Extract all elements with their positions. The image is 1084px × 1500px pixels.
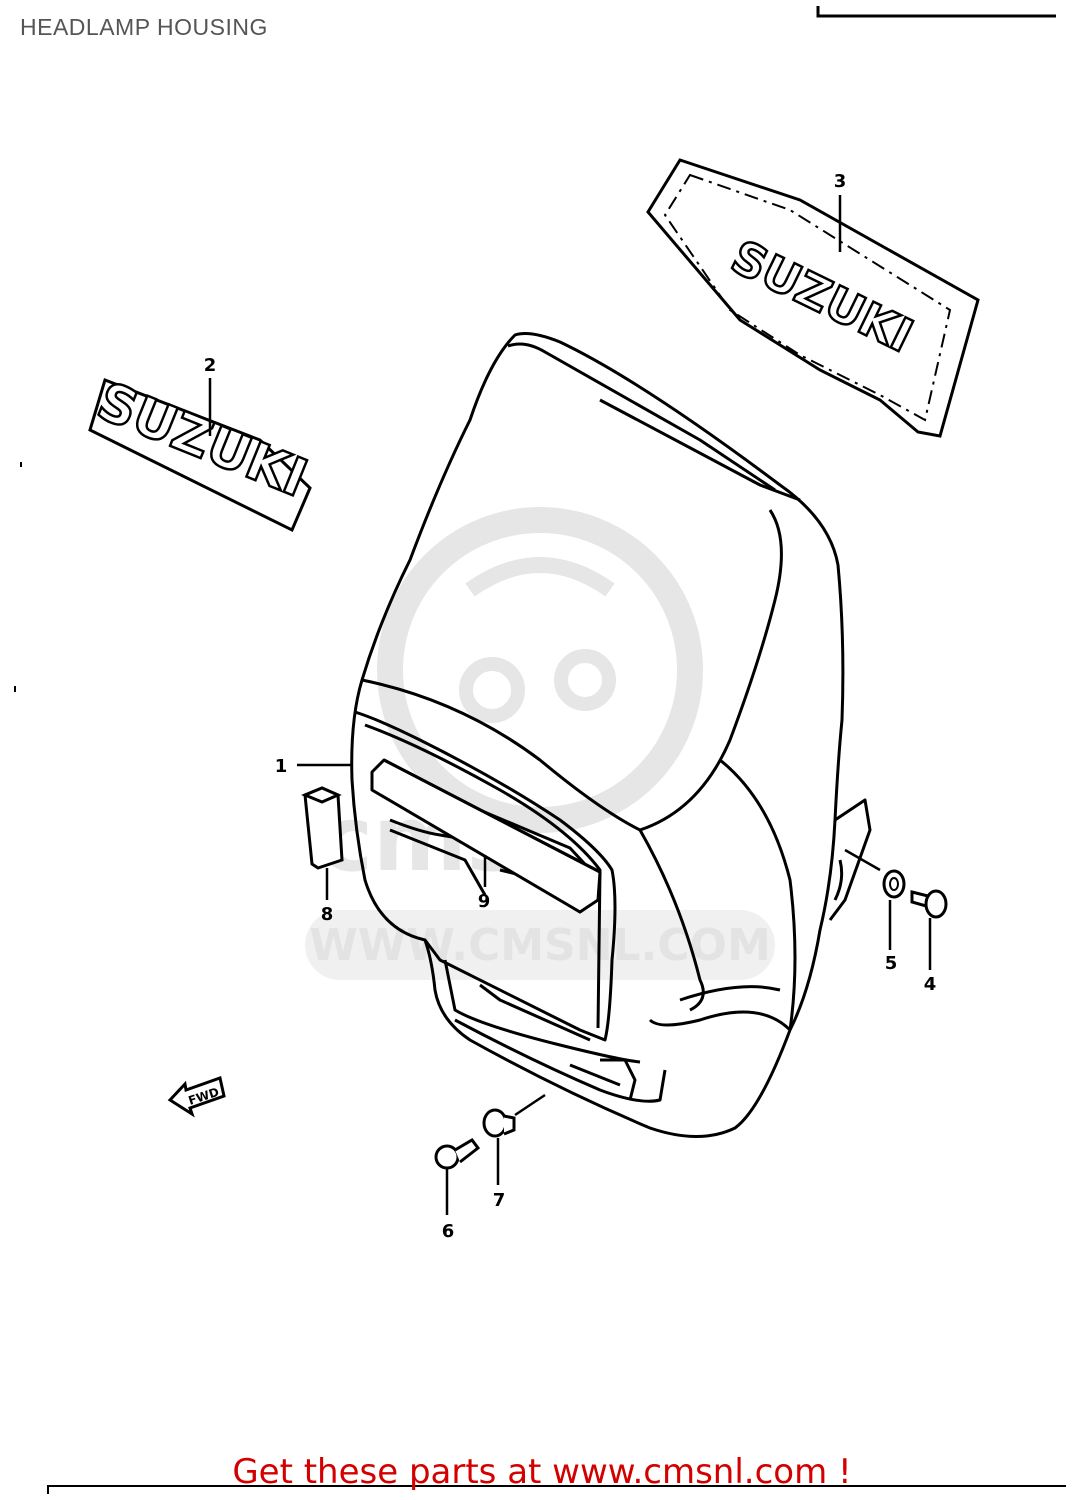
callout-9: 9 (478, 891, 491, 912)
callout-1: 1 (275, 756, 288, 777)
footer-cta[interactable]: Get these parts at www.cmsnl.com ! (232, 1452, 852, 1492)
frame-corner-bottom (47, 1485, 1066, 1494)
part-8-block (301, 786, 344, 870)
fwd-arrow: FWD (167, 1076, 226, 1118)
part-5-washer (882, 869, 906, 899)
leader-lines (208, 195, 932, 1215)
watermark-logo: cms WWW.CMSNL.COM (305, 507, 775, 980)
diagram-title: HEADLAMP HOUSING (20, 14, 268, 40)
part-2-emblem: SUZUKI (88, 370, 316, 533)
callout-2: 2 (204, 355, 217, 376)
part-3-decal: SUZUKI (646, 158, 980, 438)
part-6-bolt (434, 1138, 481, 1170)
part-1-housing (350, 332, 872, 1138)
callout-6: 6 (442, 1221, 455, 1242)
frame-corner-top (816, 6, 1056, 18)
watermark-url: WWW.CMSNL.COM (309, 920, 771, 971)
scan-mark (14, 686, 16, 692)
callout-7: 7 (493, 1190, 506, 1211)
part-9-strip (370, 758, 602, 914)
part-4-screw (910, 889, 948, 919)
callout-8: 8 (321, 904, 334, 925)
callouts: 1 2 3 4 5 6 7 8 9 (204, 171, 937, 1242)
callout-3: 3 (834, 171, 847, 192)
part-7-grommet (482, 1108, 516, 1138)
scan-mark (20, 462, 22, 467)
part-2-emblem-text: SUZUKI (89, 371, 315, 509)
watermark-banner (305, 910, 775, 980)
callout-4: 4 (924, 974, 937, 995)
callout-5: 5 (885, 953, 898, 974)
